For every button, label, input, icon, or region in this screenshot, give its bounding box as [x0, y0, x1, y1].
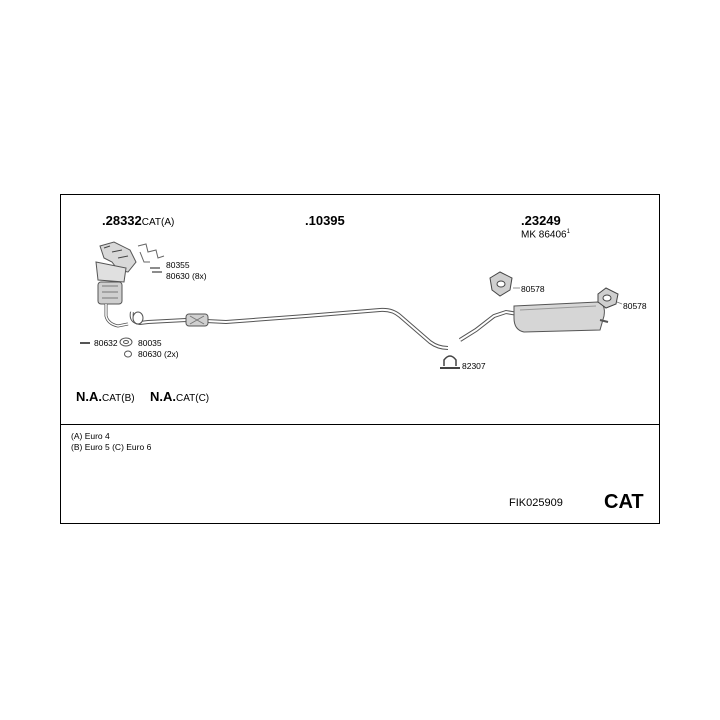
small-parts-drawing	[80, 337, 133, 358]
mounting-kit-label: MK 864061	[521, 229, 570, 240]
na-cat-c-label: N.A.CAT(C)	[150, 390, 209, 404]
note-euro-5-6: (B) Euro 5 (C) Euro 6	[71, 442, 152, 452]
part-23249-label: .23249	[521, 213, 561, 228]
front-pipe-drawing	[129, 307, 449, 350]
part-suffix: CAT(A)	[141, 217, 175, 228]
na-number: N.A.	[150, 389, 176, 404]
na-suffix: CAT(C)	[176, 393, 210, 404]
part-80630-2x-label: 80630 (2x)	[138, 349, 179, 359]
note-euro-4: (A) Euro 4	[71, 431, 110, 441]
part-28332-label: .28332CAT(A)	[102, 214, 174, 228]
rear-silencer-drawing	[458, 301, 609, 342]
notes-divider	[60, 424, 660, 425]
part-10395-label: .10395	[305, 213, 345, 228]
part-80578-left-label: 80578	[521, 284, 545, 294]
part-80355-label: 80355	[166, 260, 190, 270]
diagram-frame	[60, 194, 660, 524]
part-80578-right-label: 80578	[623, 301, 647, 311]
cat-label: CAT	[604, 491, 644, 513]
clamp-82307-drawing	[440, 355, 460, 369]
part-80035-label: 80035	[138, 338, 162, 348]
hanger-80578-drawing	[489, 271, 619, 309]
mounting-kit-number: MK 86406	[521, 229, 567, 241]
set-code-label: FIK025909	[509, 497, 563, 509]
leader-lines	[513, 287, 623, 305]
mounting-kit-superscript: 1	[566, 229, 570, 235]
catalytic-converter-drawing	[95, 241, 137, 328]
na-cat-b-label: N.A.CAT(B)	[76, 390, 135, 404]
na-number: N.A.	[76, 389, 102, 404]
part-80630-8x-label: 80630 (8x)	[166, 271, 207, 281]
stud-set-80355-drawing	[137, 243, 165, 273]
part-80632-label: 80632	[94, 338, 118, 348]
part-82307-label: 82307	[462, 361, 486, 371]
na-suffix: CAT(B)	[102, 393, 135, 404]
part-number: .28332	[102, 213, 142, 228]
